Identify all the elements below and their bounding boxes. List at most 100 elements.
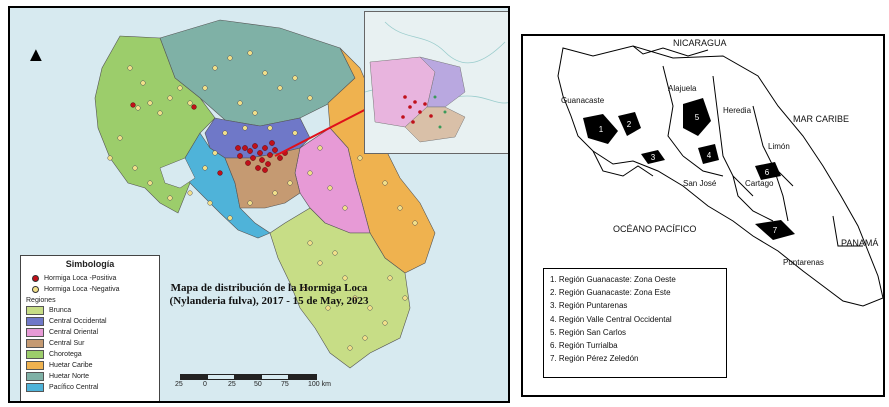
zones-legend-item: 1. Región Guanacaste: Zona Oeste bbox=[550, 275, 676, 284]
scale-tick: 75 bbox=[281, 381, 289, 388]
label-oceano-pacifico: OCÉANO PACÍFICO bbox=[613, 224, 697, 234]
zone-1-shape bbox=[583, 114, 618, 144]
legend-row-region: Central Sur bbox=[26, 338, 154, 349]
inset-region-tan bbox=[404, 106, 466, 143]
legend-label: Huetar Norte bbox=[49, 373, 90, 380]
inset-river bbox=[384, 21, 506, 64]
map-title: Mapa de distribución de la Hormiga Loca … bbox=[158, 282, 380, 308]
positive-point-icon bbox=[32, 275, 39, 282]
scale-tick: 25 bbox=[175, 381, 183, 388]
legend-row-positive: Hormiga Loca -Positiva bbox=[26, 273, 154, 284]
zones-legend-item: 4. Región Valle Central Occidental bbox=[550, 314, 672, 324]
scale-tick: 50 bbox=[254, 381, 262, 388]
map-legend: Simbología Hormiga Loca -Positiva Hormig… bbox=[20, 255, 160, 401]
zone-number: 4 bbox=[707, 151, 712, 160]
zones-map-panel: 1 2 3 4 5 6 7 NICARAGUA MAR CARIBE OCÉAN… bbox=[521, 34, 885, 397]
zone-numbers: 1 2 3 4 5 6 7 bbox=[599, 113, 778, 235]
label-panama: PANAMÁ bbox=[841, 238, 879, 248]
legend-row-region: Pacífico Central bbox=[26, 382, 154, 393]
swatch-huetar-norte bbox=[26, 372, 44, 381]
region-brunca bbox=[269, 207, 411, 369]
zone-number: 5 bbox=[695, 113, 700, 122]
map-title-line2: (Nylanderia fulva), 2017 - 15 de May, 20… bbox=[169, 295, 369, 307]
distribution-map-panel: ▲ Simbología Hormiga Loca -Positiva bbox=[8, 6, 510, 403]
legend-row-region: Chorotega bbox=[26, 349, 154, 360]
inset-map bbox=[364, 11, 508, 154]
label-mar-caribe: MAR CARIBE bbox=[793, 114, 850, 124]
zones-legend-item: 7. Región Pérez Zeledón bbox=[550, 354, 639, 364]
swatch-pacifico-central bbox=[26, 383, 44, 392]
legend-label: Pacífico Central bbox=[49, 384, 99, 391]
legend-row-region: Huetar Caribe bbox=[26, 360, 154, 371]
label-limon: Limón bbox=[768, 142, 790, 151]
zones-legend: 1. Región Guanacaste: Zona Oeste 2. Regi… bbox=[543, 268, 727, 378]
legend-label: Central Oriental bbox=[49, 329, 99, 336]
scale-tick: 100 km bbox=[308, 381, 331, 388]
label-san-jose: San José bbox=[683, 179, 717, 188]
zone-2-shape bbox=[618, 112, 641, 136]
north-arrow-icon: ▲ bbox=[26, 44, 46, 66]
legend-row-region: Central Occidental bbox=[26, 316, 154, 327]
negative-point-icon bbox=[32, 286, 39, 293]
label-nicaragua: NICARAGUA bbox=[673, 38, 727, 48]
zones-legend-item: 5. Región San Carlos bbox=[550, 327, 627, 337]
zone-5-shape bbox=[683, 98, 711, 136]
province-border-2 bbox=[712, 75, 754, 197]
panama-border bbox=[832, 215, 863, 247]
nicoya-coast bbox=[592, 150, 654, 177]
zone-blobs bbox=[583, 98, 795, 240]
costa-rica-regions-map bbox=[94, 19, 436, 369]
zones-outline-map: 1 2 3 4 5 6 7 bbox=[557, 45, 883, 307]
zone-4-shape bbox=[698, 144, 719, 164]
legend-label: Brunca bbox=[49, 307, 72, 314]
zone-number: 3 bbox=[651, 153, 656, 162]
zone-number: 6 bbox=[765, 168, 770, 177]
inset-positive-points bbox=[401, 95, 433, 124]
label-alajuela: Alajuela bbox=[668, 84, 697, 93]
zones-legend-item: 3. Región Puntarenas bbox=[550, 301, 628, 311]
province-border-3 bbox=[752, 105, 794, 187]
zones-legend-item: 2. Región Guanacaste: Zona Este bbox=[550, 288, 671, 298]
label-puntarenas: Puntarenas bbox=[783, 258, 824, 267]
legend-label: Hormiga Loca -Positiva bbox=[44, 275, 117, 282]
scale-bar-graphic bbox=[180, 374, 317, 380]
legend-label: Central Sur bbox=[49, 340, 85, 347]
swatch-central-sur bbox=[26, 339, 44, 348]
zone-number: 7 bbox=[773, 226, 778, 235]
coast-outline bbox=[557, 45, 883, 307]
positive-records-cluster bbox=[130, 102, 288, 176]
swatch-central-oriental bbox=[26, 328, 44, 337]
map-title-line1: Mapa de distribución de la Hormiga Loca bbox=[170, 282, 368, 294]
legend-label: Hormiga Loca -Negativa bbox=[44, 286, 120, 293]
zone-3-shape bbox=[641, 150, 665, 164]
zone-number: 1 bbox=[599, 125, 604, 134]
nicaragua-border bbox=[632, 45, 709, 57]
zone-7-shape bbox=[755, 220, 795, 240]
swatch-chorotega bbox=[26, 350, 44, 359]
legend-label: Chorotega bbox=[49, 351, 82, 358]
scale-tick: 0 bbox=[203, 381, 207, 388]
swatch-brunca bbox=[26, 306, 44, 315]
province-border-1 bbox=[662, 65, 684, 157]
gulf-of-nicoya bbox=[159, 157, 196, 189]
legend-row-region: Huetar Norte bbox=[26, 371, 154, 382]
legend-title: Simbología bbox=[65, 259, 115, 269]
scale-tick: 25 bbox=[228, 381, 236, 388]
province-border-5 bbox=[732, 175, 774, 222]
zones-legend-item: 6. Región Turrialba bbox=[550, 340, 618, 350]
legend-row-region: Central Oriental bbox=[26, 327, 154, 338]
province-border-4 bbox=[682, 155, 724, 177]
legend-label: Central Occidental bbox=[49, 318, 107, 325]
inset-negative-points bbox=[433, 95, 447, 129]
swatch-huetar-caribe bbox=[26, 361, 44, 370]
label-heredia: Heredia bbox=[723, 106, 752, 115]
legend-row-negative: Hormiga Loca -Negativa bbox=[26, 284, 154, 295]
legend-label: Huetar Caribe bbox=[49, 362, 93, 369]
scale-bar: 25 0 25 50 75 100 km bbox=[170, 374, 340, 401]
zone-6-shape bbox=[755, 162, 781, 180]
legend-row-region: Brunca bbox=[26, 305, 154, 316]
label-guanacaste: Guanacaste bbox=[561, 96, 605, 105]
legend-regions-label: Regiones bbox=[26, 297, 56, 304]
inset-map-drawing bbox=[365, 21, 508, 143]
zone-number: 2 bbox=[627, 120, 632, 129]
